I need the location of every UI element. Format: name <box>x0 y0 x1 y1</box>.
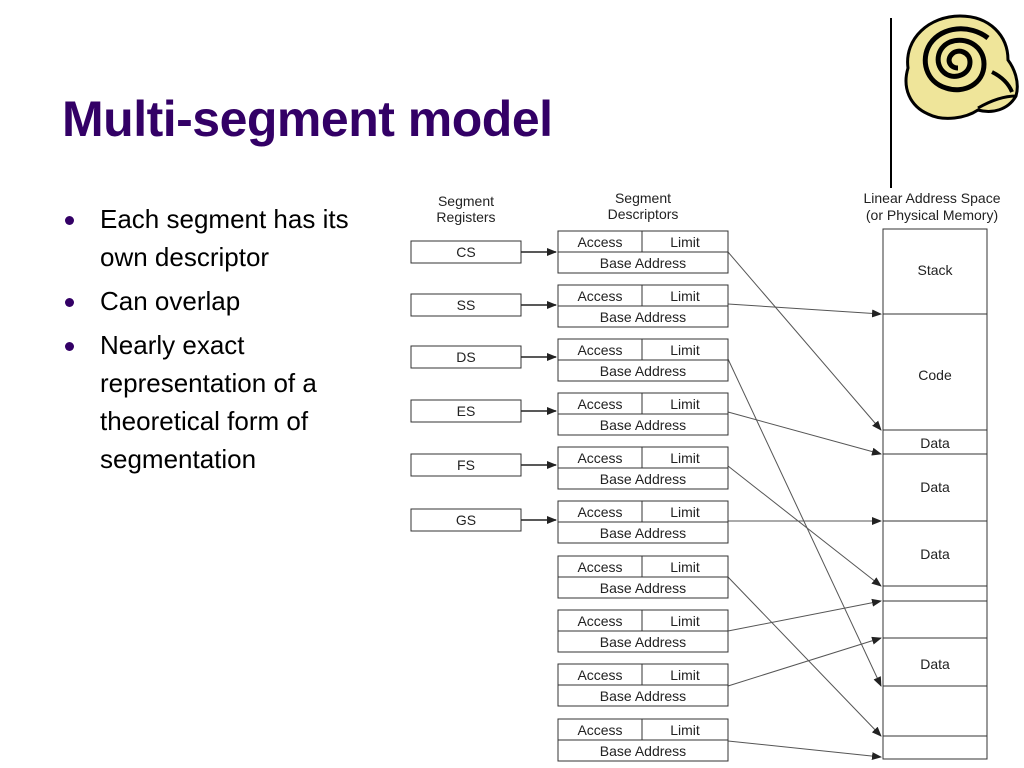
descriptor-base-label: Base Address <box>600 525 686 541</box>
descriptors-header-line1: Segment <box>615 190 671 206</box>
segment-register-es: ES <box>410 399 557 423</box>
descriptor-limit-label: Limit <box>670 450 700 466</box>
bullet-text: Can overlap <box>100 286 241 316</box>
bullet-dot-icon <box>65 342 74 351</box>
descriptor-access-label: Access <box>577 288 622 304</box>
segment-register-fs: FS <box>410 453 557 477</box>
descriptor-base-label: Base Address <box>600 363 686 379</box>
descriptor-base-label: Base Address <box>600 417 686 433</box>
scroll-logo-icon <box>904 14 1019 120</box>
bullet-text: Each segment has its own descriptor <box>100 204 349 272</box>
register-label: SS <box>457 297 476 313</box>
descriptor-access-label: Access <box>577 559 622 575</box>
bullet-item: Can overlap <box>62 282 382 320</box>
descriptor-access-label: Access <box>577 613 622 629</box>
descriptor-to-memory-arrow <box>727 303 882 318</box>
vertical-divider <box>890 18 892 188</box>
register-label: GS <box>456 512 476 528</box>
descriptor-limit-label: Limit <box>670 234 700 250</box>
descriptor-base-label: Base Address <box>600 471 686 487</box>
descriptor-limit-label: Limit <box>670 504 700 520</box>
register-label: ES <box>457 403 476 419</box>
descriptor-base-label: Base Address <box>600 580 686 596</box>
memory-header-line2: (or Physical Memory) <box>866 207 998 223</box>
registers-header-line1: Segment <box>438 193 494 209</box>
register-label: FS <box>457 457 475 473</box>
descriptor-limit-label: Limit <box>670 667 700 683</box>
register-label: DS <box>456 349 475 365</box>
register-label: CS <box>456 244 475 260</box>
descriptor-access-label: Access <box>577 234 622 250</box>
memory-column <box>882 228 988 760</box>
descriptor-limit-label: Limit <box>670 559 700 575</box>
memory-region-label: Data <box>920 546 950 562</box>
descriptor-limit-label: Limit <box>670 288 700 304</box>
descriptor-to-memory-arrow <box>727 598 882 632</box>
descriptor-access-label: Access <box>577 667 622 683</box>
bullet-item: Nearly exact representation of a theoret… <box>62 326 382 478</box>
memory-header-line1: Linear Address Space <box>864 190 1001 206</box>
memory-region-label: Data <box>920 656 950 672</box>
descriptor-base-label: Base Address <box>600 255 686 271</box>
memory-region-label: Code <box>918 367 952 383</box>
descriptor-to-memory-arrow <box>727 358 882 687</box>
descriptor-limit-label: Limit <box>670 722 700 738</box>
registers-header-line2: Registers <box>436 209 495 225</box>
bullet-text: Nearly exact representation of a theoret… <box>100 330 317 474</box>
segment-register-ss: SS <box>410 293 557 317</box>
descriptor-to-memory-arrow <box>727 251 882 431</box>
segment-register-gs: GS <box>410 508 557 532</box>
descriptor-limit-label: Limit <box>670 396 700 412</box>
segment-register-ds: DS <box>410 345 557 369</box>
descriptor-to-memory-arrow <box>727 411 882 456</box>
descriptor-base-label: Base Address <box>600 688 686 704</box>
bullet-dot-icon <box>65 216 74 225</box>
descriptor-access-label: Access <box>577 450 622 466</box>
descriptor-access-label: Access <box>577 342 622 358</box>
memory-region-label: Data <box>920 435 950 451</box>
descriptor-access-label: Access <box>577 504 622 520</box>
descriptor-to-memory-arrow <box>727 576 882 737</box>
descriptor-to-memory-arrow <box>727 636 882 687</box>
descriptor-base-label: Base Address <box>600 634 686 650</box>
bullet-list: Each segment has its own descriptor Can … <box>62 200 382 484</box>
bullet-dot-icon <box>65 298 74 307</box>
descriptor-access-label: Access <box>577 722 622 738</box>
descriptor-base-label: Base Address <box>600 743 686 759</box>
descriptor-base-label: Base Address <box>600 309 686 325</box>
memory-region-label: Data <box>920 479 950 495</box>
descriptor-limit-label: Limit <box>670 613 700 629</box>
bullet-item: Each segment has its own descriptor <box>62 200 382 276</box>
descriptor-access-label: Access <box>577 396 622 412</box>
descriptor-to-memory-arrow <box>727 465 882 587</box>
slide-title: Multi-segment model <box>62 91 553 147</box>
memory-region-label: Stack <box>917 262 953 278</box>
descriptor-limit-label: Limit <box>670 342 700 358</box>
descriptor-to-memory-arrow <box>727 740 882 761</box>
segment-register-cs: CS <box>410 240 557 264</box>
descriptors-header-line2: Descriptors <box>608 206 679 222</box>
